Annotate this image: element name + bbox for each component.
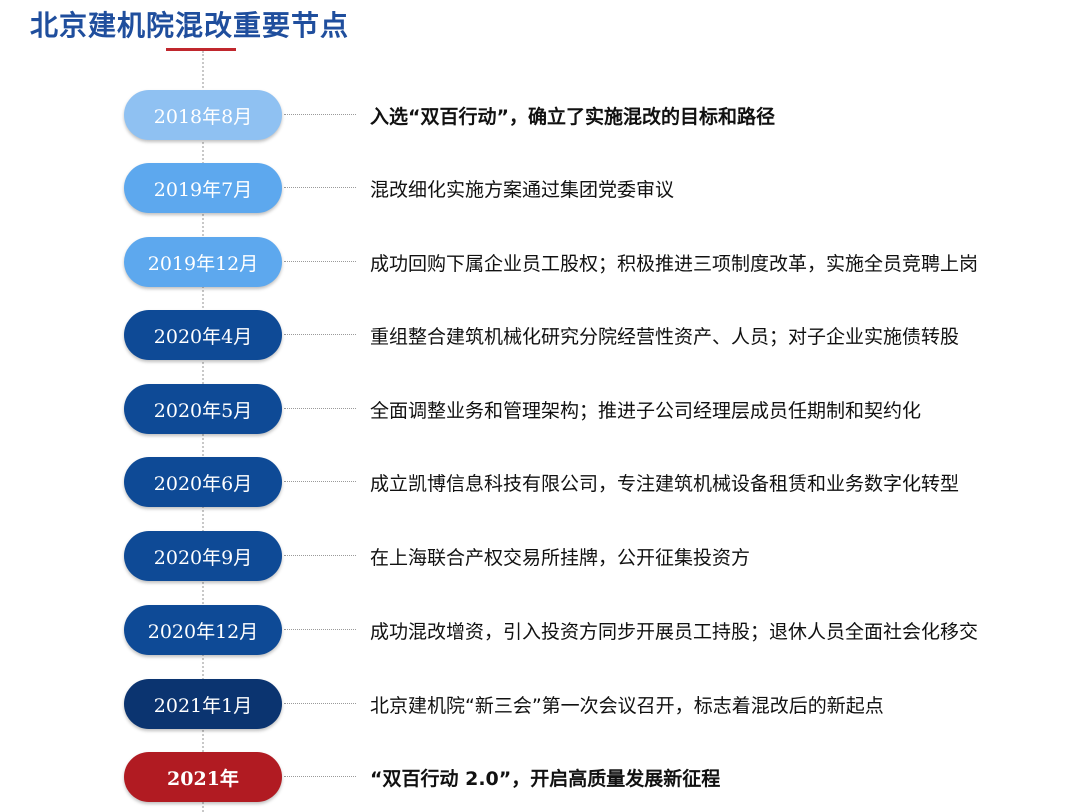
- connector-line: [284, 334, 356, 335]
- milestone-row: 2020年4月 重组整合建筑机械化研究分院经营性资产、人员；对子企业实施债转股: [0, 310, 1080, 360]
- milestone-text: 成功回购下属企业员工股权；积极推进三项制度改革，实施全员竞聘上岗: [370, 252, 979, 275]
- page-title: 北京建机院混改重要节点: [30, 9, 350, 42]
- milestone-text: 在上海联合产权交易所挂牌，公开征集投资方: [370, 546, 751, 569]
- connector-line: [284, 114, 356, 115]
- connector-line: [284, 703, 356, 704]
- milestone-text: 入选“双百行动”，确立了实施混改的目标和路径: [370, 105, 775, 128]
- milestone-row: 2020年5月 全面调整业务和管理架构；推进子公司经理层成员任期制和契约化: [0, 384, 1080, 434]
- connector-line: [284, 776, 356, 777]
- milestone-row: 2019年7月 混改细化实施方案通过集团党委审议: [0, 163, 1080, 213]
- date-pill: 2019年12月: [124, 237, 282, 287]
- date-pill: 2021年1月: [124, 679, 282, 729]
- connector-line: [284, 481, 356, 482]
- date-pill: 2019年7月: [124, 163, 282, 213]
- milestone-text: 混改细化实施方案通过集团党委审议: [370, 178, 675, 201]
- date-pill: 2021年: [124, 752, 282, 802]
- date-pill: 2020年9月: [124, 531, 282, 581]
- title-underline: [166, 48, 236, 51]
- milestone-text: 全面调整业务和管理架构；推进子公司经理层成员任期制和契约化: [370, 399, 922, 422]
- milestone-row: 2018年8月 入选“双百行动”，确立了实施混改的目标和路径: [0, 90, 1080, 140]
- date-pill: 2020年5月: [124, 384, 282, 434]
- connector-line: [284, 187, 356, 188]
- connector-line: [284, 408, 356, 409]
- date-pill: 2020年6月: [124, 457, 282, 507]
- milestone-row: 2021年 “双百行动 2.0”，开启高质量发展新征程: [0, 752, 1080, 802]
- connector-line: [284, 261, 356, 262]
- milestone-text: 北京建机院“新三会”第一次会议召开，标志着混改后的新起点: [370, 694, 884, 717]
- milestone-text: 成功混改增资，引入投资方同步开展员工持股；退休人员全面社会化移交: [370, 620, 979, 643]
- milestone-row: 2020年12月 成功混改增资，引入投资方同步开展员工持股；退休人员全面社会化移…: [0, 605, 1080, 655]
- milestone-text: 成立凯博信息科技有限公司，专注建筑机械设备租赁和业务数字化转型: [370, 472, 960, 495]
- connector-line: [284, 629, 356, 630]
- date-pill: 2020年12月: [124, 605, 282, 655]
- milestone-text: 重组整合建筑机械化研究分院经营性资产、人员；对子企业实施债转股: [370, 325, 960, 348]
- date-pill: 2020年4月: [124, 310, 282, 360]
- milestone-row: 2020年9月 在上海联合产权交易所挂牌，公开征集投资方: [0, 531, 1080, 581]
- milestone-text: “双百行动 2.0”，开启高质量发展新征程: [370, 767, 721, 790]
- milestone-row: 2021年1月 北京建机院“新三会”第一次会议召开，标志着混改后的新起点: [0, 679, 1080, 729]
- milestone-row: 2019年12月 成功回购下属企业员工股权；积极推进三项制度改革，实施全员竞聘上…: [0, 237, 1080, 287]
- date-pill: 2018年8月: [124, 90, 282, 140]
- milestone-row: 2020年6月 成立凯博信息科技有限公司，专注建筑机械设备租赁和业务数字化转型: [0, 457, 1080, 507]
- connector-line: [284, 555, 356, 556]
